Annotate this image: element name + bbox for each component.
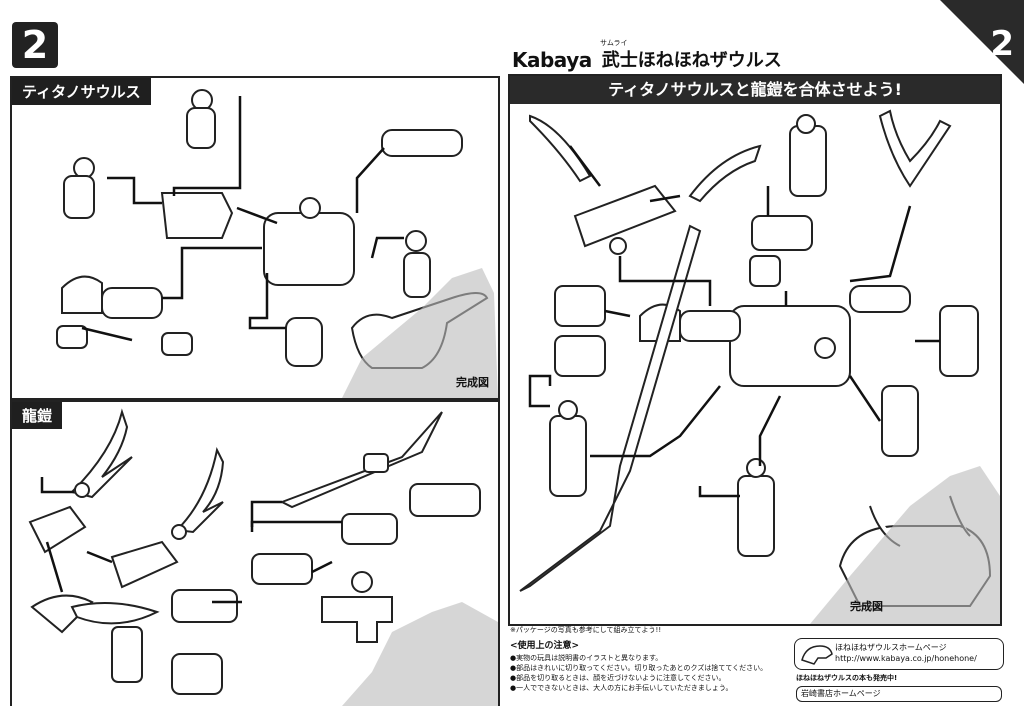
homepage-url[interactable]: http://www.kabaya.co.jp/honehone/ <box>835 654 977 663</box>
header: Kabaya 武士ほねほねザウルス <box>512 46 782 72</box>
step-number-badge: 2 <box>12 22 58 68</box>
caution-item: ●実物の玩具は説明書のイラストと異なります。 <box>510 654 663 662</box>
caution-box: <使用上の注意> ●実物の玩具は説明書のイラストと異なります。 ●部品はきれいに… <box>510 636 786 704</box>
combine-parts-illustration <box>519 109 1000 624</box>
combine-complete-label: 完成図 <box>850 600 883 613</box>
homepage-box[interactable]: ほねほねザウルスホームページ http://www.kabaya.co.jp/h… <box>794 638 1004 670</box>
title-ruby: サムライ <box>600 39 628 47</box>
titanosaurus-complete-label: 完成図 <box>456 376 489 389</box>
package-note: ※パッケージの写真も参考にして組み立てよう!! <box>510 626 662 634</box>
panel-label-armor: 龍鎧 <box>12 402 63 429</box>
dinosaur-skull-icon <box>801 645 833 665</box>
homepage-name: ほねほねザウルスホームページ <box>835 643 947 652</box>
panel-label-titanosaurus: ティタノサウルス <box>12 78 151 105</box>
armor-parts-illustration <box>28 408 498 706</box>
titanosaurus-panel: ティタノサウルス <box>10 76 500 400</box>
product-title: 武士ほねほねザウルス <box>601 50 782 71</box>
caution-item: ●部品を切り取るときは、顔を近づけないように注意してください。 <box>510 674 726 682</box>
titanosaurus-parts-illustration <box>56 89 498 398</box>
combine-panel: ティタノサウルスと龍鎧を合体させよう! <box>508 74 1002 626</box>
corner-triangle <box>940 0 1024 84</box>
caution-item: ●一人でできないときは、大人の方にお手伝いしていただきましょう。 <box>510 684 733 692</box>
book-note: ほねほねザウルスの本も発売中! <box>796 674 898 682</box>
brand-logo: Kabaya <box>512 48 592 72</box>
combine-banner: ティタノサウルスと龍鎧を合体させよう! <box>510 76 1000 104</box>
caution-title: <使用上の注意> <box>510 641 580 651</box>
caution-item: ●部品はきれいに切り取ってください。切り取ったあとのクズは捨ててください。 <box>510 664 768 672</box>
armor-panel: 龍鎧 <box>10 400 500 706</box>
publisher-link[interactable]: 岩崎書店ホームページ <box>796 686 1002 702</box>
corner-step-number: 2 <box>990 24 1014 64</box>
